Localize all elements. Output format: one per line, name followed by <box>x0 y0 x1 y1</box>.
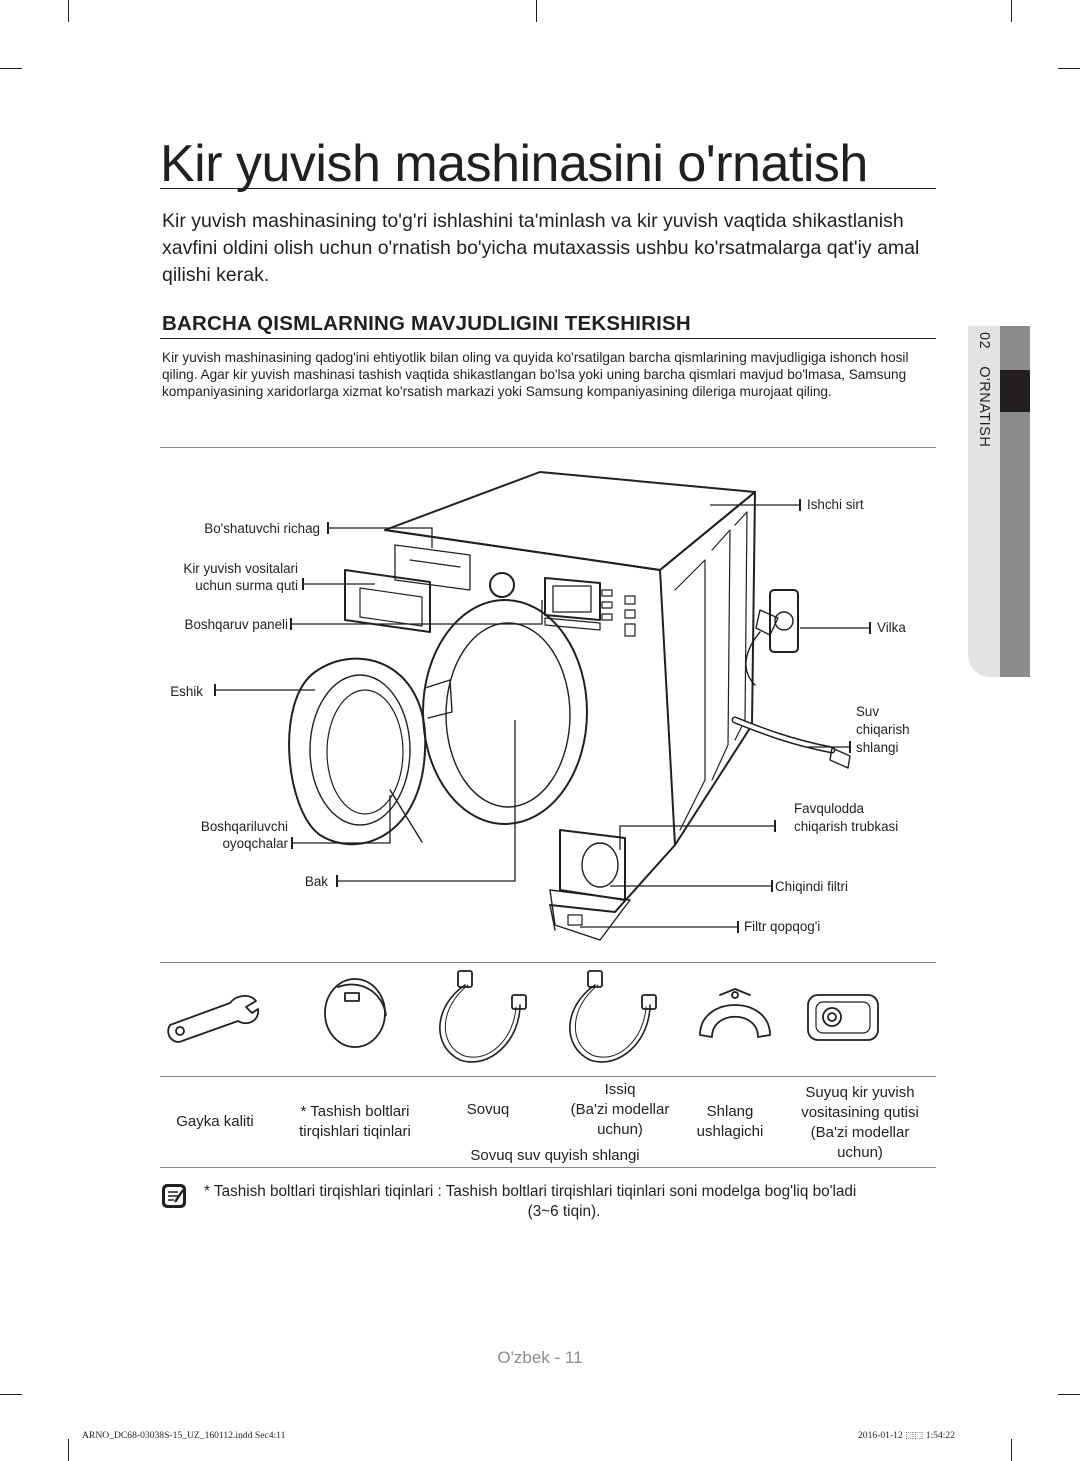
caption-liquid-2: vositasining qutisi <box>801 1104 919 1121</box>
crop-mark <box>1058 1394 1080 1395</box>
display-shape <box>544 577 601 621</box>
washing-machine-diagram <box>214 471 871 941</box>
spanner-icon <box>167 995 260 1043</box>
crop-mark <box>68 0 69 22</box>
label-drawer-1: Kir yuvish vositalari <box>183 561 298 576</box>
label-drawer-2: uchun surma quti <box>195 578 298 593</box>
caption-inlet-hose: Sovuq suv quyish shlangi <box>470 1147 640 1164</box>
section-paragraph: Kir yuvish mashinasining qadog'ini ehtiy… <box>162 350 909 400</box>
note-lead: * Tashish boltlari tirqishlari tiqinlari <box>204 1183 434 1200</box>
caption-cold: Sovuq <box>466 1101 510 1118</box>
caption-bolt-caps-2: tirqishlari tiqinlari <box>299 1123 411 1140</box>
drum-shape <box>422 599 588 825</box>
section-heading: BARCHA QISMLARNING MAVJUDLIGINI TEKSHIRI… <box>162 312 691 335</box>
label-drain-hose-1: Suv <box>856 704 880 719</box>
leader-emergency <box>619 825 775 850</box>
liquid-detergent-container-icon <box>807 994 879 1041</box>
caption-hot-1: Issiq <box>604 1081 636 1098</box>
socket-shape <box>769 589 799 653</box>
dial-shape <box>489 572 515 598</box>
label-emergency-2: chiqarish trubkasi <box>794 819 899 834</box>
divider <box>160 1167 936 1168</box>
divider <box>160 447 936 448</box>
label-drain-hose-3: shlangi <box>856 740 899 755</box>
chapter-number: 02 <box>976 332 992 350</box>
worktop-shape <box>384 471 756 571</box>
chapter-name: O'RNATISH <box>976 366 992 448</box>
label-emergency-1: Favqulodda <box>794 801 864 816</box>
accessories-illustrations <box>167 970 879 1063</box>
hose-holder-icon <box>699 988 771 1038</box>
page-number: O'zbek - 11 <box>497 1348 583 1367</box>
crop-mark <box>0 1394 22 1395</box>
label-door: Eshik <box>170 684 203 699</box>
caption-bolt-caps-1: * Tashish boltlari <box>300 1103 410 1120</box>
print-slug-right: 2016-01-12 ⬚⬚ 1:54:22 <box>858 1430 956 1441</box>
caption-holder-1: Shlang <box>706 1103 754 1120</box>
heading-rule <box>160 338 936 339</box>
leader-drum <box>337 720 516 882</box>
crop-mark <box>68 1439 69 1461</box>
label-control-panel: Boshqaruv paneli <box>184 617 288 632</box>
transit-bolt-cap-icon <box>324 978 387 1048</box>
label-plug: Vilka <box>877 620 906 635</box>
note-body-2: (3~6 tiqin). <box>527 1203 601 1220</box>
caption-spanner: Gayka kaliti <box>176 1113 254 1130</box>
intro-paragraph: Kir yuvish mashinasining to'g'ri ishlash… <box>162 210 920 286</box>
label-release-lever: Bo'shatuvchi richag <box>204 521 320 536</box>
side-tab-label: 02 O'RNATISH <box>964 332 992 447</box>
label-debris-filter: Chiqindi filtri <box>775 879 848 894</box>
label-feet-1: Boshqariluvchi <box>200 819 288 834</box>
caption-hot-3: uchun) <box>597 1121 643 1138</box>
door-shape <box>288 657 427 846</box>
leader-feet <box>292 795 391 844</box>
crop-mark <box>1058 68 1080 69</box>
label-drum: Bak <box>304 874 328 889</box>
note-body: : Tashish boltlari tirqishlari tiqinlari… <box>433 1183 857 1200</box>
caption-liquid-1: Suyuq kir yuvish <box>805 1084 915 1101</box>
detergent-drawer-shape <box>344 569 431 633</box>
note-icon <box>162 1184 186 1208</box>
caption-liquid-4: uchun) <box>837 1144 883 1161</box>
side-tab-marker <box>1000 370 1030 412</box>
note-text: * Tashish boltlari tirqishlari tiqinlari… <box>204 1182 924 1222</box>
hot-hose-icon <box>569 970 657 1063</box>
crop-mark <box>0 68 22 69</box>
caption-hot-2: (Ba'zi modellar <box>570 1101 670 1118</box>
divider <box>160 1076 936 1077</box>
filter-area-shape <box>559 829 626 901</box>
page-title: Kir yuvish mashinasini o'rnatish <box>160 135 868 193</box>
title-rule <box>160 188 936 189</box>
caption-holder-2: ushlagichi <box>696 1123 764 1140</box>
cold-hose-icon <box>439 970 527 1063</box>
leader-panel <box>291 600 543 625</box>
crop-mark <box>536 0 537 22</box>
label-feet-2: oyoqchalar <box>222 836 288 851</box>
label-filter-cover: Filtr qopqog'i <box>744 919 821 934</box>
label-drain-hose-2: chiqarish <box>856 722 910 737</box>
caption-liquid-3: (Ba'zi modellar <box>810 1124 910 1141</box>
divider <box>160 962 936 963</box>
leader-lever <box>328 527 433 548</box>
label-worktop: Ishchi sirt <box>807 497 864 512</box>
print-slug-left: ARNO_DC68-03038S-15_UZ_160112.indd Sec4:… <box>82 1430 286 1441</box>
crop-mark <box>1011 1439 1012 1461</box>
crop-mark <box>1011 0 1012 22</box>
